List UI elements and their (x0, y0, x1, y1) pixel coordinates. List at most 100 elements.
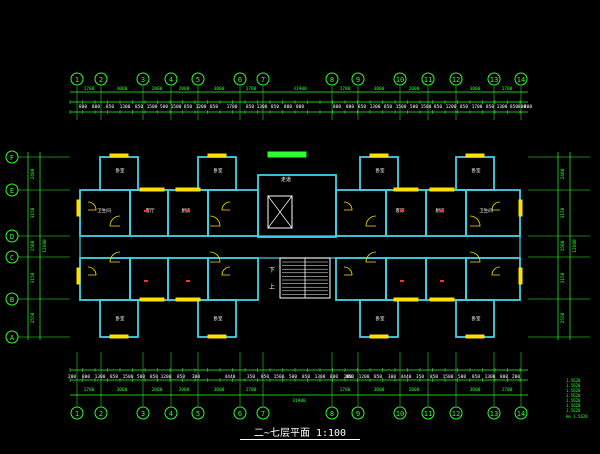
dim-text-bottom-2: 2000 (179, 387, 190, 393)
wall-lower-room (425, 257, 467, 301)
dim-text-top-1: 3000 (214, 86, 225, 92)
room-label: 卧室 (376, 167, 385, 174)
dim-text-top-2-right: 800 (518, 104, 526, 110)
window-side (518, 199, 523, 217)
legend-line: 1.5620 (566, 393, 581, 398)
dim-text-top-2: 850 (210, 104, 218, 110)
axis-bubble-bottom (256, 406, 270, 420)
dim-text-top-2-right: 850 (486, 104, 494, 110)
dim-text-bottom-2: 2000 (152, 387, 163, 393)
dim-text-top-2: 1500 (147, 104, 158, 110)
axis-label-bottom: 8 (330, 410, 334, 418)
red-marker (440, 210, 444, 212)
door-swing (469, 251, 481, 263)
door-swing (221, 266, 231, 276)
axis-bubble-top (136, 72, 150, 86)
core-walls (257, 174, 337, 238)
axis-bubble-bottom (487, 406, 501, 420)
dim-text-bottom-1: 200 (344, 374, 352, 380)
dim-text-bottom-1-right: 500 (458, 374, 466, 380)
dim-text-top-2-right: 1700 (472, 104, 483, 110)
dim-text-bottom-2: 1700 (84, 387, 95, 393)
wall-upper-room (425, 189, 467, 237)
dim-text-bottom-2: 1700 (246, 387, 257, 393)
wall-upper-room (465, 189, 521, 237)
dim-text-top-1: 3000 (374, 86, 385, 92)
window-side (76, 199, 81, 217)
dim-text-bottom-1: 1300 (315, 374, 326, 380)
wall-lower-room (465, 257, 521, 301)
dim-text-top-2: 800 (92, 104, 100, 110)
axis-bubble-bottom (325, 406, 339, 420)
axis-label-top: 2 (99, 76, 103, 84)
dim-text-top-1: 1700 (246, 86, 257, 92)
dim-text-left: 3150 (30, 272, 36, 283)
axis-label-bottom: 5 (196, 410, 200, 418)
dim-text-top-2: 1300 (120, 104, 131, 110)
dim-text-bottom-1: 1500 (274, 374, 285, 380)
window-side (76, 267, 81, 285)
axis-label-bottom: 12 (452, 410, 460, 418)
axis-label-bottom: 11 (424, 410, 432, 418)
wall-upper-room (385, 189, 427, 237)
axis-bubble-bottom (136, 406, 150, 420)
dim-text-top-2: 1300 (257, 104, 268, 110)
red-marker (144, 210, 148, 212)
dim-text-bottom-2: 1700 (340, 387, 351, 393)
room-label: 卫生间 (97, 207, 111, 214)
dim-text-right: 2550 (560, 312, 566, 323)
axis-bubble-bottom (191, 406, 205, 420)
dim-text-bottom-2: 3000 (117, 387, 128, 393)
wall-lower-room (385, 257, 427, 301)
red-marker (440, 280, 444, 282)
door-swing (209, 215, 221, 227)
dim-text-top-2-right: 1500 (421, 104, 432, 110)
room-label: 卫生间 (479, 207, 493, 214)
window (369, 334, 389, 339)
dim-text-left: 1500 (30, 240, 36, 251)
axis-bubble-bottom (70, 406, 84, 420)
dim-text-bottom-1: 850 (150, 374, 158, 380)
axis-label-top: 14 (517, 76, 525, 84)
dim-text-top-2-right: 850 (510, 104, 518, 110)
dim-text-top-2-right: 800 (524, 104, 532, 110)
door-swing (209, 251, 221, 263)
dim-text-top-2-right: 500 (410, 104, 418, 110)
dim-text-left: 2400 (30, 168, 36, 179)
dim-text-top-1: 1700 (84, 86, 95, 92)
dim-text-top-1: 2000 (152, 86, 163, 92)
room-label: 卧室 (472, 315, 481, 322)
legend-line: 1.5620 (566, 403, 581, 408)
legend-line: 1.5620 (566, 398, 581, 403)
room-label: 卧室 (116, 167, 125, 174)
door-swing (491, 266, 501, 276)
axis-label-top: 13 (490, 76, 498, 84)
axis-label-bottom: 14 (517, 410, 525, 418)
window (175, 187, 201, 192)
dim-text-top-2-right: 1300 (370, 104, 381, 110)
axis-label-left: D (10, 233, 14, 241)
axis-bubble-bottom (393, 406, 407, 420)
axis-bubble-top (325, 72, 339, 86)
dim-text-top-2: 800 (79, 104, 87, 110)
room-label: 卧室 (214, 315, 223, 322)
door-swing (469, 215, 481, 227)
dim-text-bottom-1-right: 800 (500, 374, 508, 380)
dim-text-top-2-right: 850 (434, 104, 442, 110)
red-marker (144, 280, 148, 282)
dim-text-bottom-1-right: 300 (388, 374, 396, 380)
dim-text-bottom-1-right: 350 (416, 374, 424, 380)
dim-text-top-2: 850 (135, 104, 143, 110)
axis-label-top: 4 (169, 76, 173, 84)
axis-label-top: 3 (141, 76, 145, 84)
window (139, 297, 165, 302)
dim-text-top-1: 31900 (293, 86, 307, 92)
axis-bubble-top (421, 72, 435, 86)
window (429, 187, 455, 192)
dim-text-top-2: 500 (160, 104, 168, 110)
dim-text-bottom-1: 350 (247, 374, 255, 380)
window (139, 187, 165, 192)
stair-label-down: 下 (269, 267, 275, 274)
door-swing (87, 266, 97, 276)
